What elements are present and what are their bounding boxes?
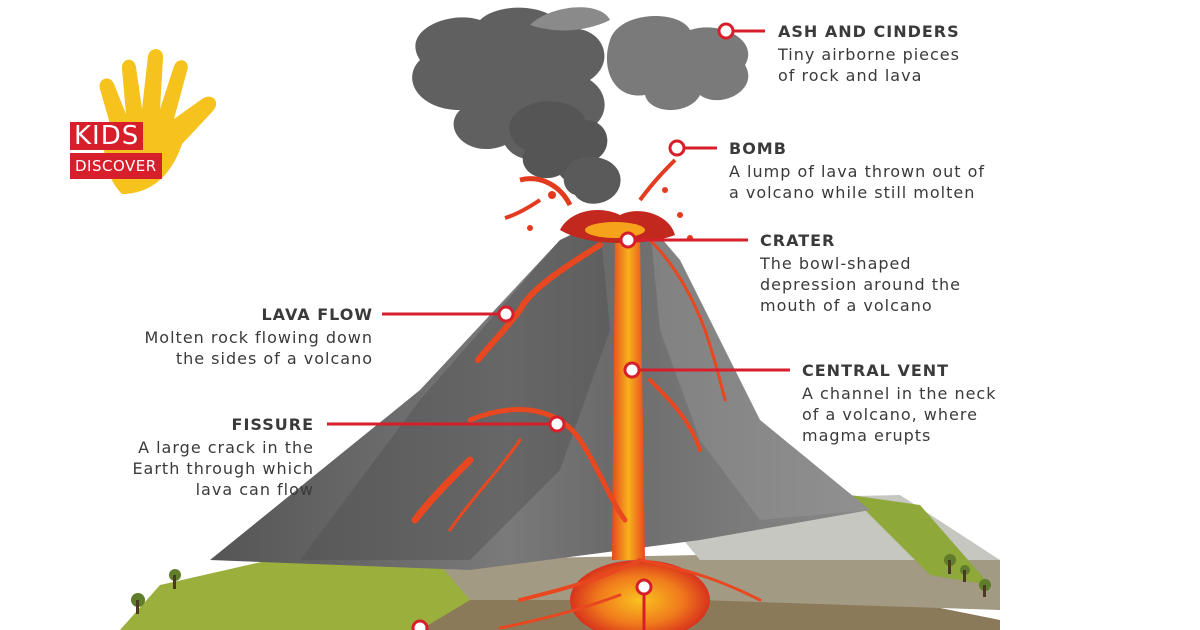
lava-streams — [411, 238, 762, 630]
label-title: FISSURE — [231, 415, 314, 434]
volcano-cone — [210, 225, 870, 570]
label-description: Molten rock flowing down the sides of a … — [144, 328, 373, 368]
label-central-vent: CENTRAL VENT A channel in the neck of a … — [802, 361, 997, 446]
label-lava-flow: LAVA FLOW Molten rock flowing down the s… — [145, 305, 374, 369]
ground-layers — [120, 495, 1000, 630]
trees — [131, 554, 991, 614]
marker-bottom-left — [411, 619, 429, 630]
label-title: LAVA FLOW — [261, 305, 373, 324]
label-description: A lump of lava thrown out of a volcano w… — [729, 162, 986, 202]
logo-kids-text: KIDS — [70, 122, 144, 150]
label-description: A channel in the neck of a volcano, wher… — [802, 384, 997, 445]
ash-cloud — [412, 7, 749, 204]
marker-central-vent — [623, 361, 641, 379]
marker-crater — [619, 231, 637, 249]
marker-fissure — [548, 415, 566, 433]
central-vent-channel — [612, 235, 645, 560]
label-title: ASH AND CINDERS — [778, 22, 960, 41]
label-fissure: FISSURE A large crack in the Earth throu… — [132, 415, 314, 500]
label-title: CENTRAL VENT — [802, 361, 950, 380]
pointer-markers — [411, 22, 735, 630]
magma-chamber — [570, 560, 710, 630]
label-description: A large crack in the Earth through which… — [132, 438, 314, 499]
label-bomb: BOMB A lump of lava thrown out of a volc… — [729, 139, 985, 203]
pointer-lines — [327, 29, 790, 630]
label-description: The bowl-shaped depression around the mo… — [760, 254, 961, 315]
label-title: CRATER — [760, 231, 836, 250]
label-crater: CRATER The bowl-shaped depression around… — [760, 231, 961, 316]
label-ash-and-cinders: ASH AND CINDERS Tiny airborne pieces of … — [778, 22, 960, 86]
label-title: BOMB — [729, 139, 787, 158]
crater-splash — [504, 158, 693, 244]
marker-ash — [717, 22, 735, 40]
marker-lava-flow — [497, 305, 515, 323]
logo-discover-text: DISCOVER — [70, 153, 162, 179]
label-description: Tiny airborne pieces of rock and lava — [778, 45, 960, 85]
marker-bomb — [668, 139, 686, 157]
marker-magma — [635, 578, 653, 596]
